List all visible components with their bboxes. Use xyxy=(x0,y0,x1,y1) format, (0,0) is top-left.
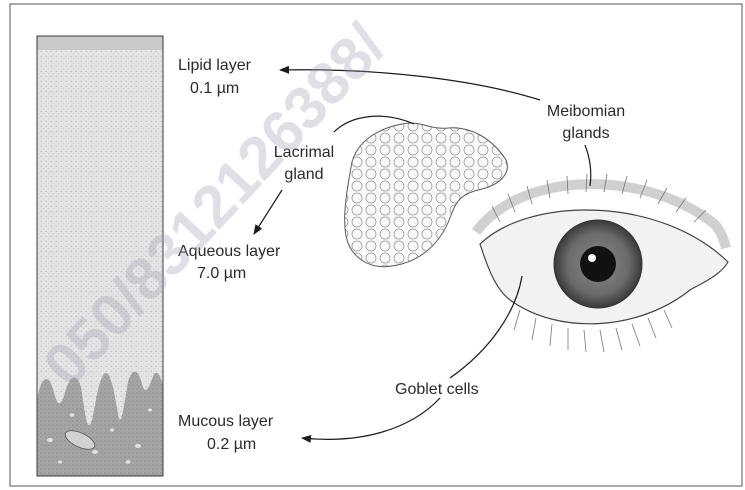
lipid-layer-thickness: 0.1 µm xyxy=(190,79,239,99)
eye-drawing xyxy=(476,174,728,352)
aqueous-layer-label: Aqueous layer xyxy=(178,242,280,262)
pupil xyxy=(580,246,616,282)
meibomian-glands-label-line1: Meibomian xyxy=(534,102,638,122)
pupil-highlight xyxy=(588,254,596,262)
arrow-to-mucous xyxy=(302,398,440,439)
mucous-layer-thickness: 0.2 µm xyxy=(207,435,256,455)
meibomian-glands-label-line2: glands xyxy=(534,124,638,144)
lipid-layer-label: Lipid layer xyxy=(178,56,251,76)
lacrimal-gland-label-line2: gland xyxy=(264,165,344,185)
aqueous-layer-thickness: 7.0 µm xyxy=(197,264,246,284)
arrow-to-lipid xyxy=(280,70,540,100)
lipid-layer-band xyxy=(37,36,163,50)
lacrimal-gland-label-line1: Lacrimal xyxy=(264,143,344,163)
tear-film-column xyxy=(37,36,163,476)
goblet-cells-label: Goblet cells xyxy=(395,380,479,400)
arrow-to-aqueous xyxy=(254,190,282,234)
mucous-layer-label: Mucous layer xyxy=(178,412,273,432)
